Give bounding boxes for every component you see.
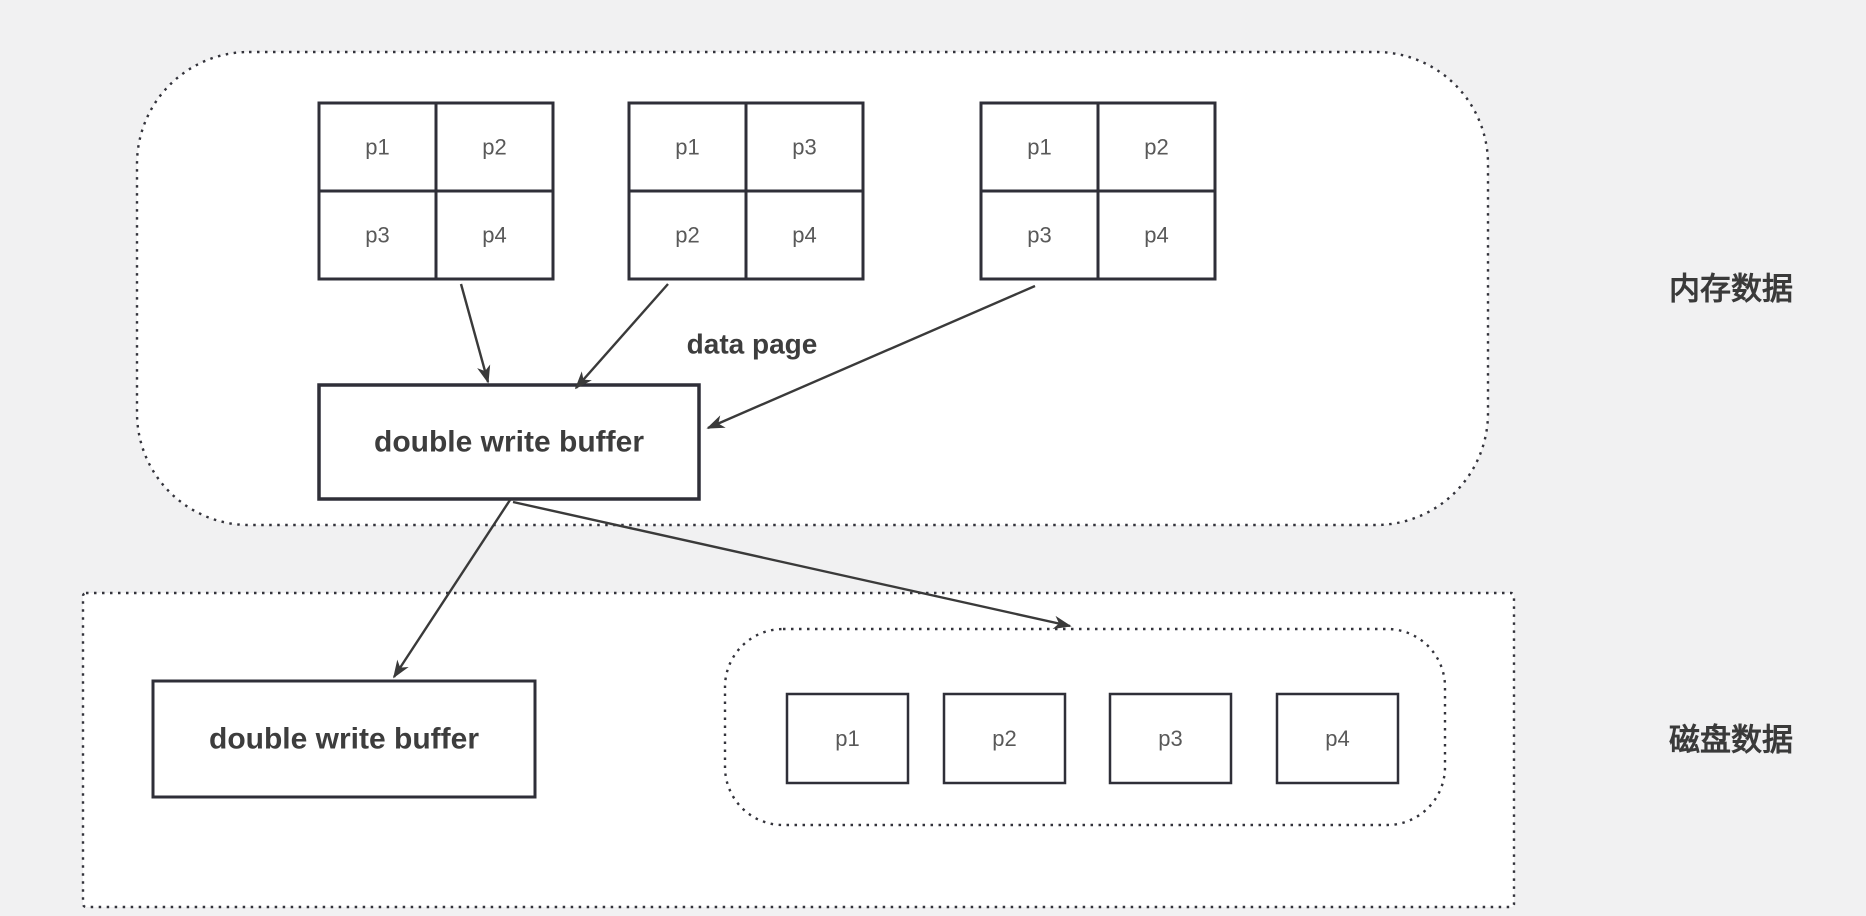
grid-cell: p2 bbox=[675, 223, 699, 248]
arrow-grid2-to-memory-buffer bbox=[574, 283, 669, 390]
disk-double-write-buffer: double write buffer bbox=[151, 679, 537, 799]
disk-page-p1-box bbox=[785, 692, 910, 785]
disk-page-p1-label: p1 bbox=[835, 726, 859, 751]
arrow-memory-buffer-to-disk-pages bbox=[512, 500, 1072, 630]
grid-cell: p4 bbox=[792, 223, 816, 248]
arrow-memory-buffer-to-disk-buffer bbox=[392, 499, 512, 679]
grid-cell: p4 bbox=[1144, 223, 1168, 248]
memory-double-write-buffer-label: double write buffer bbox=[374, 426, 644, 459]
disk-page-p2-box bbox=[942, 692, 1067, 785]
disk-double-write-buffer-box bbox=[151, 679, 537, 799]
data-page-grid-1: p1 p2 p3 p4 bbox=[317, 101, 555, 281]
arrow-grid3-to-memory-buffer bbox=[706, 284, 1036, 430]
grid-cell: p4 bbox=[482, 223, 506, 248]
disk-page-p4-label: p4 bbox=[1325, 726, 1349, 751]
disk-region-label: 磁盘数据 bbox=[1669, 723, 1793, 758]
disk-pages: p1 p2 p3 p4 bbox=[785, 692, 1400, 785]
memory-double-write-buffer-box bbox=[317, 383, 701, 501]
grid-cell: p2 bbox=[482, 135, 506, 160]
disk-page-p3-label: p3 bbox=[1158, 726, 1182, 751]
grid-cell: p3 bbox=[365, 223, 389, 248]
data-page-grid-2: p1 p3 p2 p4 bbox=[627, 101, 865, 281]
memory-region-label: 内存数据 bbox=[1669, 272, 1793, 307]
disk-page-p3-box bbox=[1108, 692, 1233, 785]
grid-cell: p3 bbox=[792, 135, 816, 160]
data-page-grid-3: p1 p2 p3 p4 bbox=[979, 101, 1217, 281]
grid-cell: p1 bbox=[1027, 135, 1051, 160]
disk-double-write-buffer-label: double write buffer bbox=[209, 723, 479, 756]
data-page-label: data page bbox=[687, 329, 818, 360]
grid-cell: p1 bbox=[675, 135, 699, 160]
arrow-grid1-to-memory-buffer bbox=[459, 283, 491, 384]
grid-cell: p2 bbox=[1144, 135, 1168, 160]
grid-cell: p3 bbox=[1027, 223, 1051, 248]
grid-cell: p1 bbox=[365, 135, 389, 160]
memory-double-write-buffer: double write buffer bbox=[317, 383, 701, 501]
disk-page-p4-box bbox=[1275, 692, 1400, 785]
disk-page-p2-label: p2 bbox=[992, 726, 1016, 751]
